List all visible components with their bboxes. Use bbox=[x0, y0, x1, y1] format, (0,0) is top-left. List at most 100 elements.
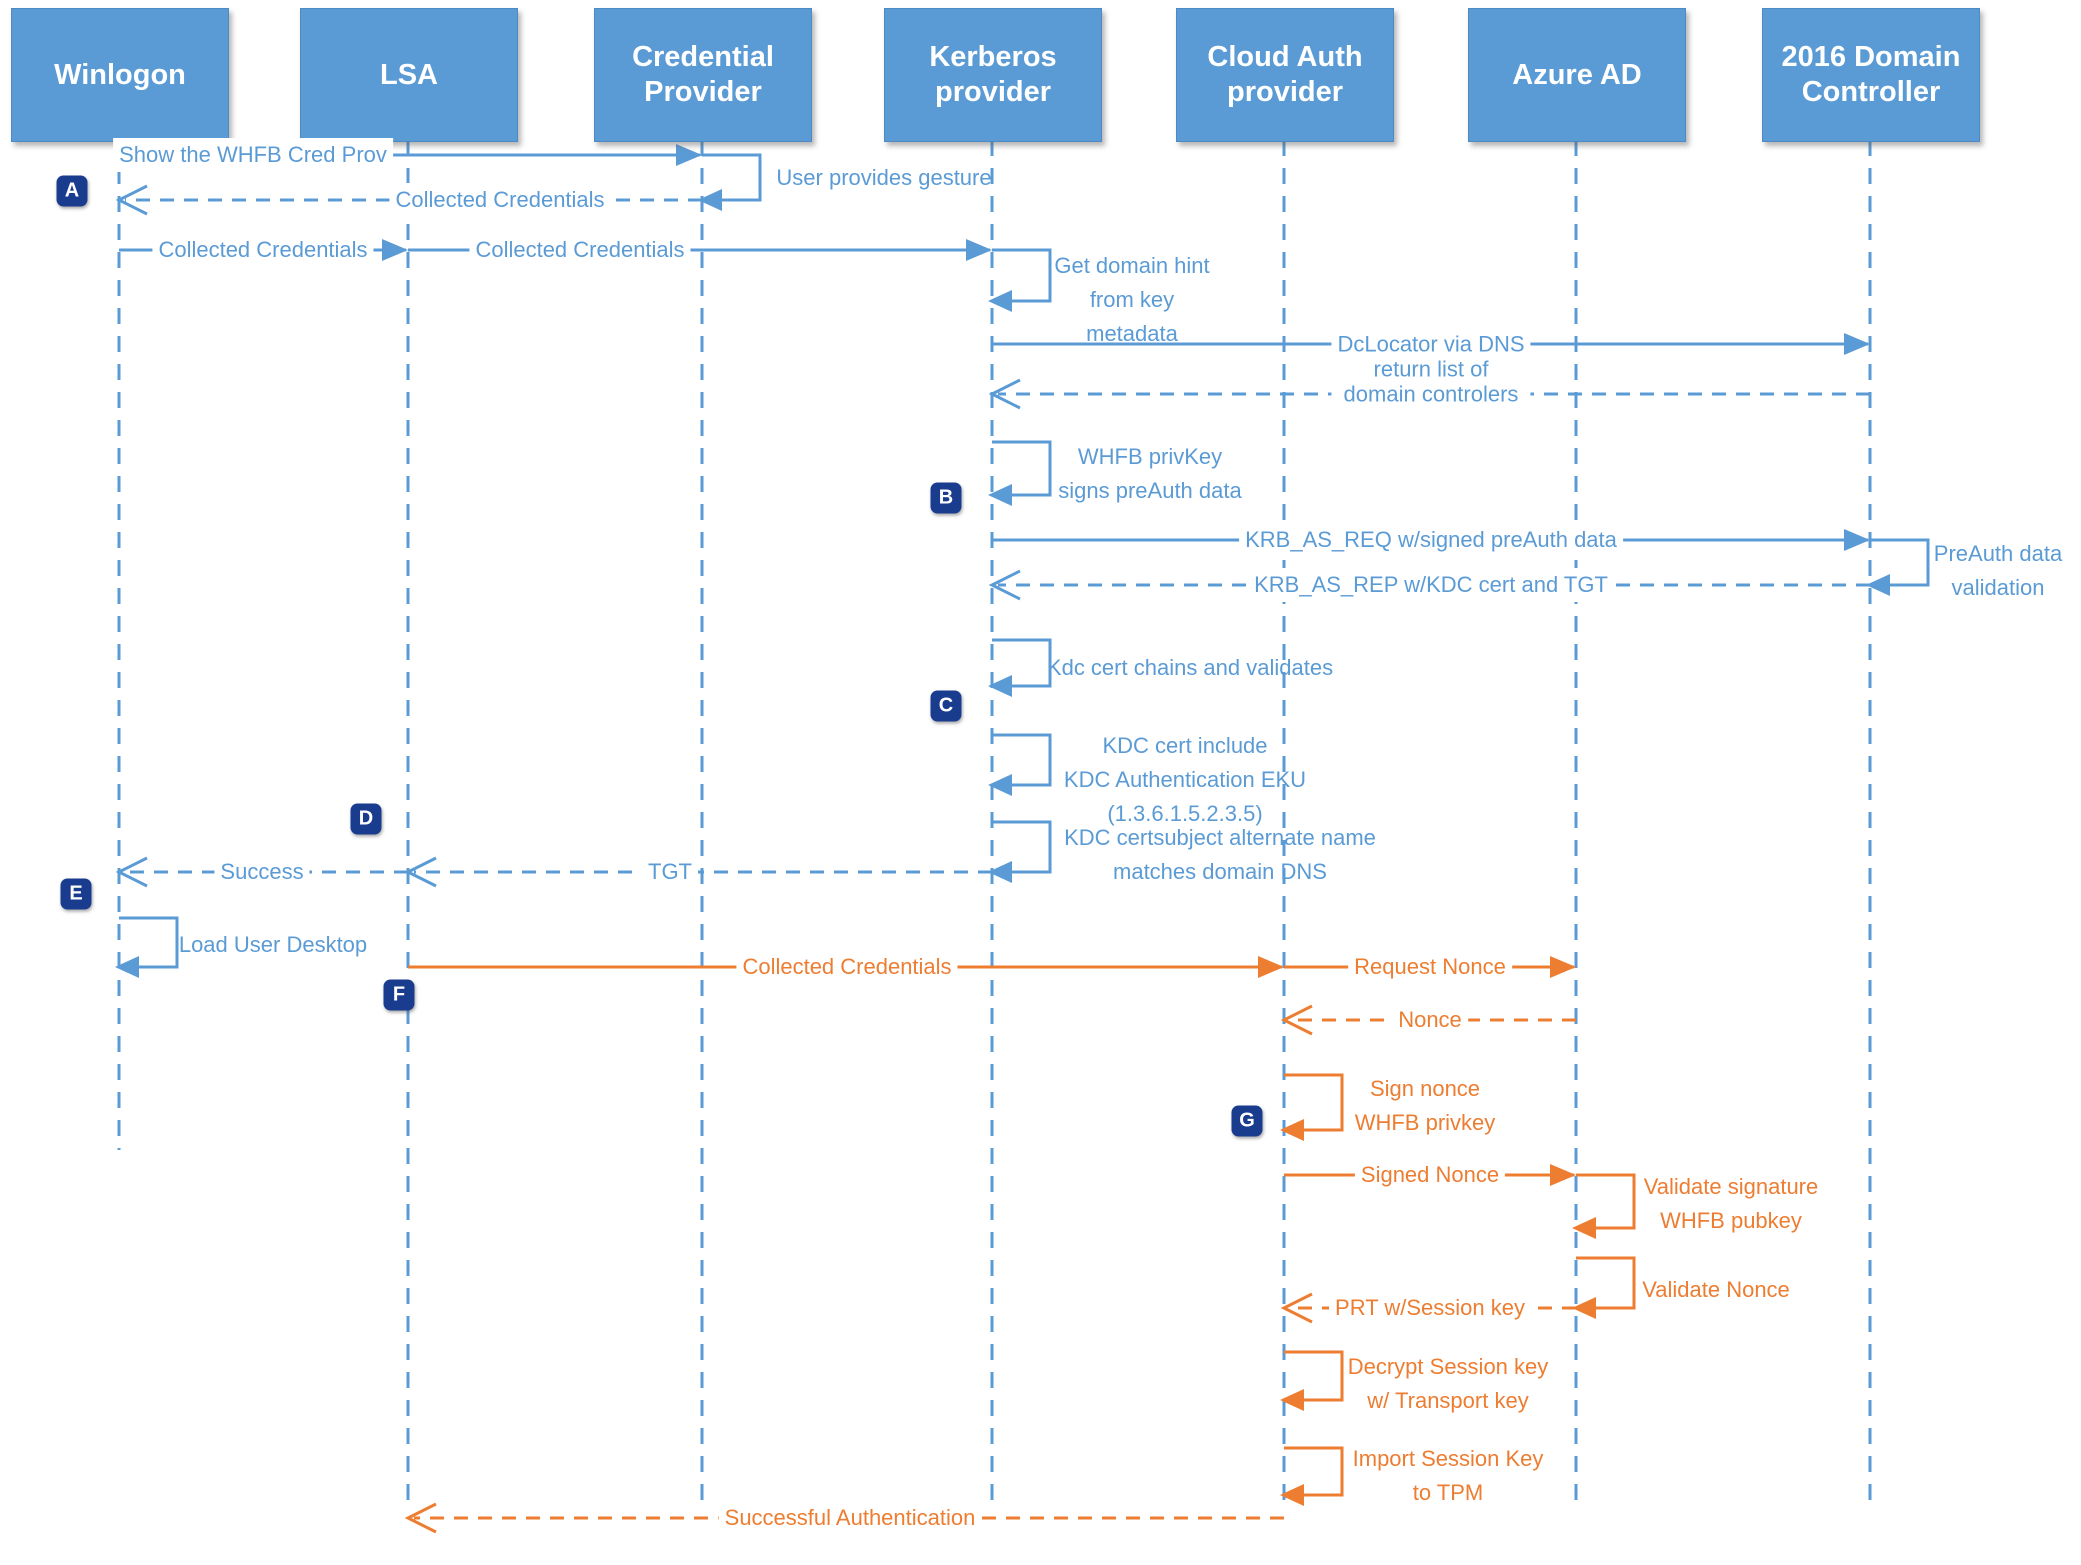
step-badge-g: G bbox=[1231, 1105, 1263, 1137]
prt-session-key-label-line: PRT w/Session key bbox=[1335, 1295, 1525, 1320]
decrypt-session-key-label-line: w/ Transport key bbox=[1367, 1388, 1529, 1413]
collected-credentials-winlogon-lsa-label: Collected Credentials bbox=[152, 233, 374, 267]
show-whfb-cred-prov-label: Show the WHFB Cred Prov bbox=[113, 138, 393, 172]
success-arrowhead bbox=[115, 856, 148, 888]
dclocator-return-block-label-line: DcLocator via DNS bbox=[1337, 331, 1525, 357]
prt-session-key-label: PRT w/Session key bbox=[1329, 1291, 1531, 1325]
kdc-certsubject-label: KDC certsubject alternate name matches do… bbox=[1064, 821, 1376, 889]
whfb-privkey-signs-loop bbox=[992, 440, 1052, 497]
step-badge-a: A bbox=[56, 175, 88, 207]
load-user-desktop-loop-arrowhead bbox=[115, 956, 139, 978]
request-nonce-arrowhead bbox=[1550, 956, 1576, 978]
kdc-certsubject-loop-arrowhead bbox=[988, 861, 1012, 883]
whfb-privkey-signs-label: WHFB privKey signs preAuth data bbox=[1058, 440, 1241, 508]
nonce-label-line: Nonce bbox=[1398, 1007, 1462, 1032]
validate-nonce-loop bbox=[1576, 1256, 1636, 1310]
import-session-key-loop bbox=[1284, 1446, 1344, 1497]
kdc-cert-include-label-line: KDC cert include bbox=[1102, 733, 1268, 758]
krb-as-req-label: KRB_AS_REQ w/signed preAuth data bbox=[1239, 523, 1623, 557]
get-domain-hint-label-line: from key bbox=[1089, 287, 1175, 312]
krb-as-rep-arrowhead bbox=[988, 569, 1021, 601]
user-provides-gesture-label-line: User provides gesture bbox=[776, 165, 992, 190]
validate-nonce-label: Validate Nonce bbox=[1642, 1273, 1790, 1307]
user-provides-gesture-loop bbox=[702, 153, 762, 202]
sign-nonce-label-line: WHFB privkey bbox=[1354, 1110, 1496, 1135]
step-badge-f: F bbox=[383, 979, 415, 1011]
tgt-label: TGT bbox=[642, 855, 698, 889]
domain-controller-2016-label: 2016 Domain bbox=[1781, 41, 1961, 73]
whfb-privkey-signs-label-line: WHFB privKey bbox=[1077, 444, 1223, 469]
get-domain-hint-loop bbox=[992, 248, 1052, 303]
collected-credentials-cloud-label: Collected Credentials bbox=[736, 950, 958, 984]
collected-credentials-return-label-line: Collected Credentials bbox=[395, 187, 605, 212]
sign-nonce-loop-arrowhead bbox=[1280, 1119, 1304, 1141]
get-domain-hint-label-line: metadata bbox=[1086, 321, 1178, 346]
import-session-key-loop-arrowhead bbox=[1280, 1484, 1304, 1506]
signed-nonce-label: Signed Nonce bbox=[1354, 1158, 1506, 1192]
nonce-arrowhead bbox=[1280, 1004, 1313, 1036]
step-badge-e: E bbox=[60, 878, 92, 910]
credential-provider-label: Provider bbox=[644, 76, 762, 108]
domain-controller-2016-label: Controller bbox=[1801, 76, 1941, 108]
kdc-cert-include-loop bbox=[992, 733, 1052, 787]
validate-signature-loop bbox=[1576, 1173, 1636, 1230]
kdc-cert-chains-loop bbox=[992, 638, 1052, 688]
collected-credentials-lsa-kerberos-label: Collected Credentials bbox=[469, 233, 691, 267]
step-badge-d: D bbox=[350, 803, 382, 835]
collected-credentials-winlogon-lsa-arrowhead bbox=[382, 239, 408, 261]
kdc-cert-include-label-line: (1.3.6.1.5.2.3.5) bbox=[1107, 801, 1263, 826]
sign-nonce-label-line: Sign nonce bbox=[1369, 1076, 1481, 1101]
success-label-line: Success bbox=[220, 859, 304, 884]
validate-signature-loop-arrowhead bbox=[1572, 1217, 1596, 1239]
signed-nonce-label-line: Signed Nonce bbox=[1360, 1162, 1500, 1187]
tgt-label-line: TGT bbox=[648, 859, 692, 884]
kdc-certsubject-label-line: KDC certsubject alternate name bbox=[1064, 825, 1376, 850]
successful-authentication-label: Successful Authentication bbox=[718, 1501, 982, 1535]
dclocator-via-dns-arrowhead bbox=[1844, 333, 1870, 355]
cloud-auth-provider-label: provider bbox=[1226, 76, 1344, 108]
preauth-validation-loop bbox=[1870, 538, 1930, 587]
collected-credentials-lsa-kerberos-arrowhead bbox=[966, 239, 992, 261]
collected-credentials-winlogon-lsa-label-line: Collected Credentials bbox=[158, 237, 368, 262]
whfb-privkey-signs-label-line: signs preAuth data bbox=[1058, 478, 1242, 503]
import-session-key-label-line: Import Session Key bbox=[1352, 1446, 1544, 1471]
load-user-desktop-label-line: Load User Desktop bbox=[178, 932, 368, 957]
dclocator-return-block-label-line: return list of bbox=[1373, 356, 1489, 382]
whfb-privkey-signs-loop-arrowhead bbox=[988, 484, 1012, 506]
credential-provider-label: Credential bbox=[632, 41, 774, 73]
user-provides-gesture-label: User provides gesture bbox=[776, 161, 991, 195]
step-badge-c: C bbox=[930, 690, 962, 722]
kdc-cert-chains-label-line: Kdc cert chains and validates bbox=[1046, 655, 1334, 680]
get-domain-hint-loop-arrowhead bbox=[988, 290, 1012, 312]
validate-signature-label-line: WHFB pubkey bbox=[1660, 1208, 1802, 1233]
sign-nonce-loop bbox=[1284, 1073, 1344, 1132]
winlogon-box: Winlogon bbox=[11, 8, 229, 142]
kdc-cert-include-loop-arrowhead bbox=[988, 774, 1012, 796]
kdc-cert-chains-label: Kdc cert chains and validates bbox=[1047, 651, 1333, 685]
preauth-validation-loop-arrowhead bbox=[1866, 574, 1890, 596]
collected-credentials-return-label: Collected Credentials bbox=[389, 183, 611, 217]
collected-credentials-lsa-cloudauth-arrowhead bbox=[1258, 956, 1284, 978]
load-user-desktop-loop bbox=[119, 916, 179, 969]
nonce-label: Nonce bbox=[1392, 1003, 1468, 1037]
collected-credentials-to-winlogon-arrowhead bbox=[115, 184, 148, 216]
krb-as-req-arrowhead bbox=[1844, 529, 1870, 551]
successful-authentication-label-line: Successful Authentication bbox=[724, 1505, 976, 1530]
preauth-data-validation-label-line: PreAuth data bbox=[1933, 541, 2063, 566]
kdc-certsubject-label-line: matches domain DNS bbox=[1113, 859, 1327, 884]
signed-nonce-arrowhead bbox=[1550, 1164, 1576, 1186]
show-whfb-cred-prov-label-line: Show the WHFB Cred Prov bbox=[119, 142, 387, 167]
request-nonce-label: Request Nonce bbox=[1348, 950, 1512, 984]
step-badge-b: B bbox=[930, 482, 962, 514]
load-user-desktop-label: Load User Desktop bbox=[179, 928, 367, 962]
